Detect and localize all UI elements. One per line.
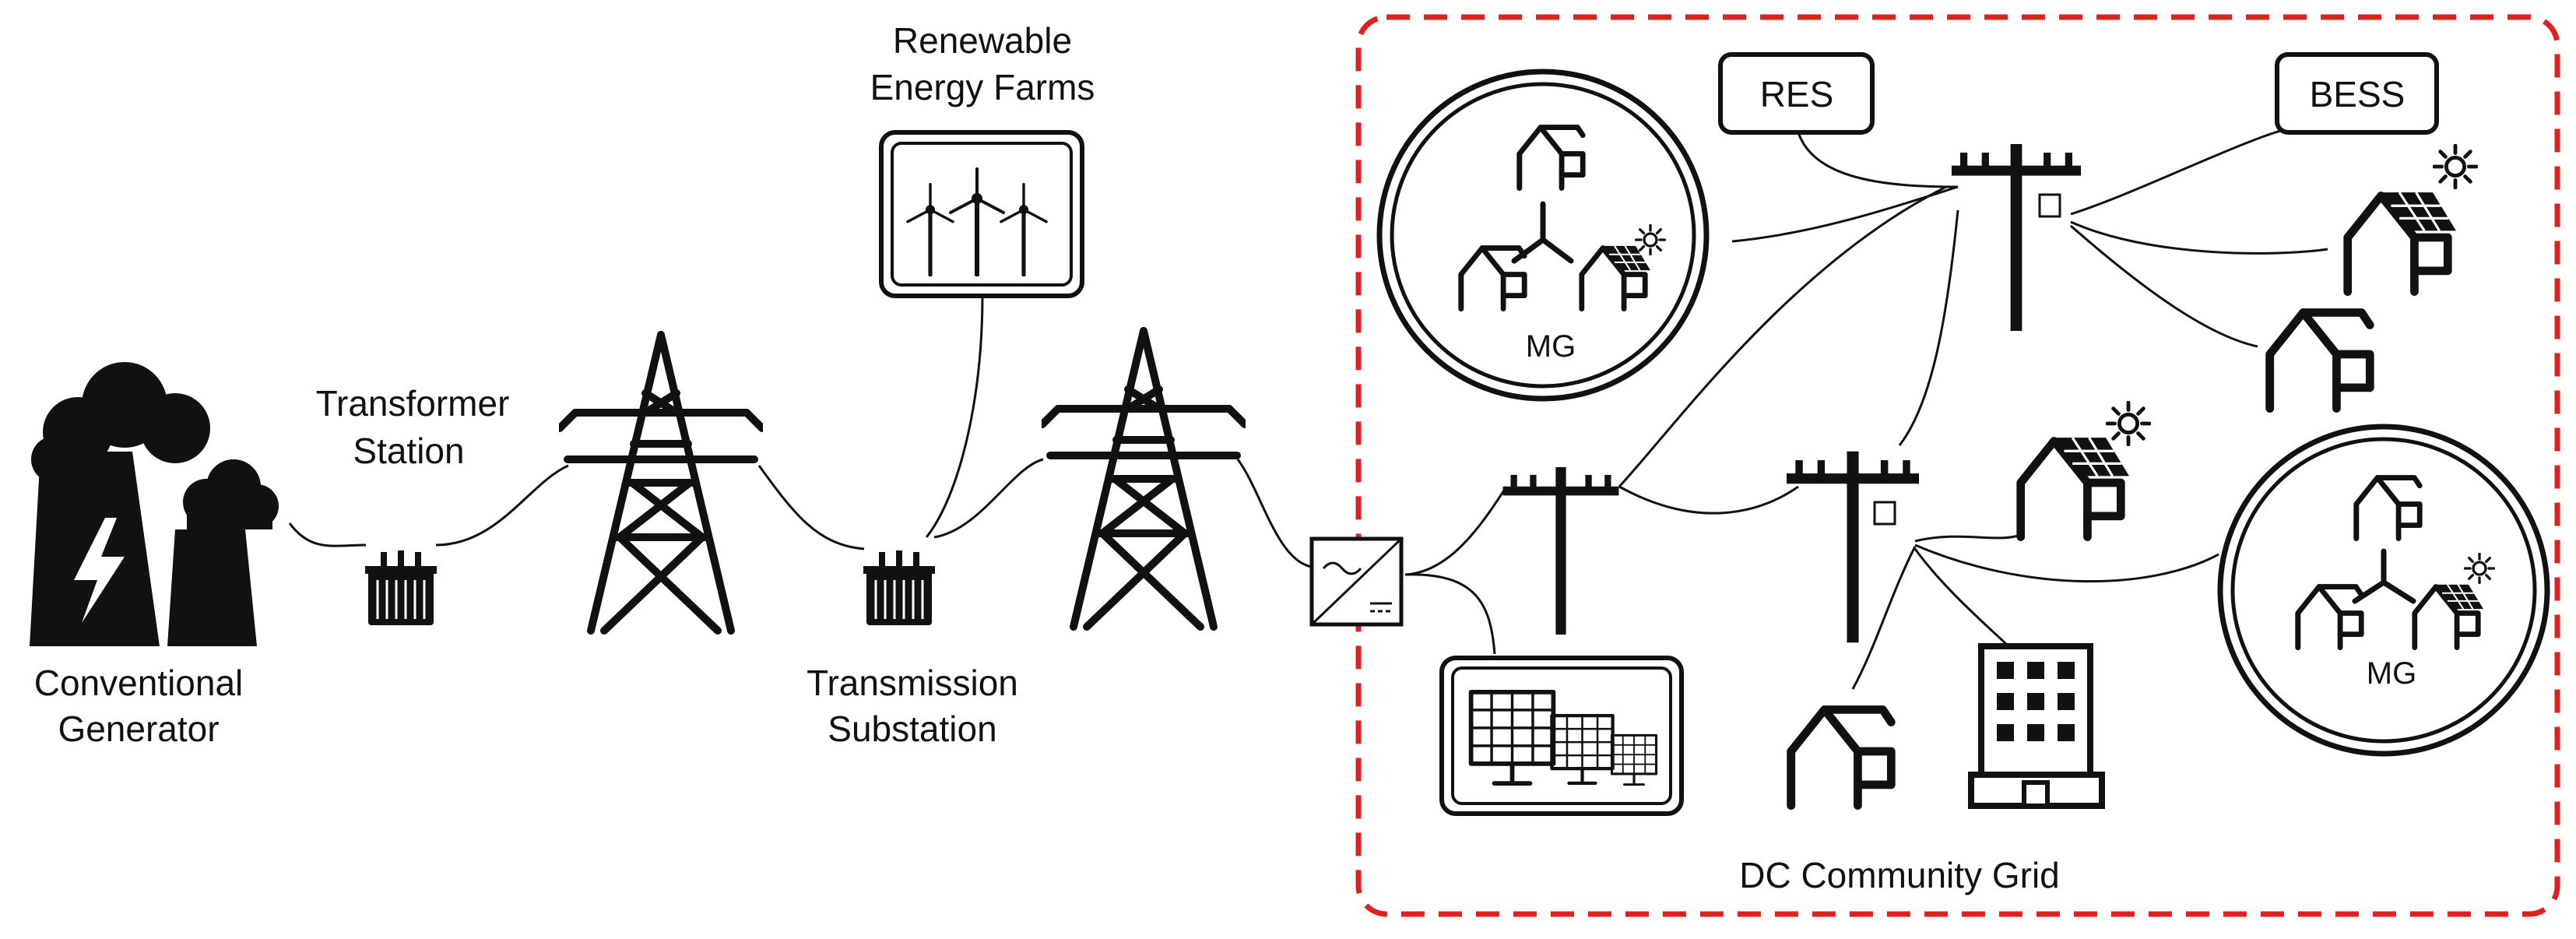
bess-box: BESS [2275,52,2439,135]
renewable-farms-label: Renewable [893,20,1072,61]
power-plant-icon [30,362,279,646]
mg-label: MG [2367,656,2416,691]
transmission-substation-label-2: Substation [828,709,996,749]
res-box: RES [1718,52,1875,135]
dc-community-grid-boundary [1355,14,2560,917]
pole-transformer-icon [1873,501,1896,526]
res-label: RES [1760,74,1834,114]
sun-icon [2434,146,2476,188]
wind-farm-box [879,130,1084,298]
solar-house-icon [2348,192,2456,292]
pole-transformer-icon [2038,193,2061,218]
transmission-substation-label: Transmission [807,663,1018,703]
solar-house-icon [2021,438,2129,536]
transformer-station-label-2: Station [353,431,464,471]
utility-pole-icon [1787,451,1919,643]
building-icon [1968,643,2105,809]
utility-pole-icon [1951,144,2082,331]
conventional-generator-label-2: Generator [58,709,219,749]
solar-panel-icon [1611,735,1656,784]
wind-turbine-icon [951,169,1003,275]
solar-farm-box [1439,656,1684,816]
conventional-generator-label: Conventional [34,663,244,703]
utility-pole-icon [1502,467,1619,635]
house-icon [2270,312,2370,408]
solar-panel-icon [1552,716,1612,783]
transformer-station-label: Transformer [316,383,510,424]
microgrid-icon: MG [2217,424,2550,757]
sun-icon [2107,403,2149,445]
wind-turbine-icon [908,185,953,276]
transmission-tower-icon [1042,331,1245,627]
solar-panel-icon [1471,692,1554,783]
microgrid-icon: MG [1376,69,1710,402]
power-lines [288,127,2328,690]
dc-community-grid-label: DC Community Grid [1739,855,2060,895]
house-icon [1791,709,1892,805]
wind-turbine-icon [1001,185,1046,276]
transmission-tower-icon [560,335,762,631]
bess-label: BESS [2310,74,2406,114]
mg-label: MG [1526,329,1576,364]
substation-transformer-icon [862,549,937,627]
inverter-icon [1309,536,1404,627]
renewable-farms-label-2: Energy Farms [870,67,1095,107]
transformer-icon [364,549,438,627]
